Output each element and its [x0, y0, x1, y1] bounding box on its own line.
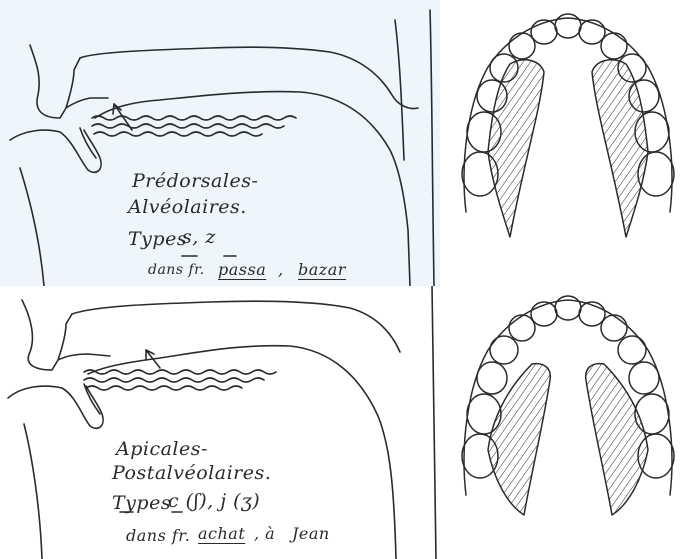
tongue-wave-1-b: [84, 370, 276, 374]
label-example-word2-a: bazar: [298, 260, 346, 279]
palatogram-predorsal: [448, 12, 689, 274]
label-example-sep-b: , à: [254, 524, 275, 543]
palate-outline: [80, 47, 418, 108]
label-apicales: Apicales-: [116, 438, 208, 460]
label-example-word1-a: passa: [218, 260, 266, 279]
label-example-sep-a: ,: [278, 260, 284, 279]
label-types-word-b: Types: [112, 492, 171, 514]
label-example-word2-b: Jean: [292, 524, 330, 543]
upper-lip-outline-b: [22, 300, 72, 370]
pharynx-outline: [395, 20, 404, 160]
contact-area-left-a: [488, 60, 544, 237]
label-types-letters-a: s, z: [182, 226, 216, 248]
outer-right-edge-b: [432, 286, 436, 559]
tongue-wave-2-b: [84, 378, 264, 382]
chin-outline: [20, 168, 44, 286]
tongue-wave-3-b: [86, 386, 242, 390]
label-example-prefix-a: dans fr.: [148, 262, 205, 278]
upper-lip-outline: [30, 45, 80, 118]
lower-lip-outline: [10, 130, 101, 172]
sagittal-section-predorsal: Prédorsales- Alvéolaires. Types s, z dan…: [0, 0, 440, 286]
label-predorsales: Prédorsales-: [132, 170, 258, 192]
outer-right-edge: [430, 10, 434, 286]
label-types-letters-b: c (ʃ), j (ʒ): [168, 490, 260, 512]
tongue-wave-2: [92, 124, 284, 128]
label-example-word1-b: achat: [198, 524, 245, 543]
palatogram-drawing-b: [448, 290, 689, 552]
alveolar-ridge: [66, 98, 108, 108]
contact-area-right-a: [592, 60, 648, 237]
label-postalveolaires: Postalvéolaires.: [112, 462, 271, 484]
palatogram-drawing-a: [448, 12, 689, 274]
lower-incisor: [80, 128, 96, 158]
contact-area-right-b: [586, 364, 648, 515]
contact-area-left-b: [488, 364, 550, 515]
label-example-prefix-b: dans fr.: [126, 526, 190, 545]
palate-outline-b: [72, 301, 400, 352]
sagittal-section-apical: Apicales- Postalvéolaires. Types c (ʃ), …: [0, 286, 440, 559]
chin-outline-b: [24, 424, 42, 559]
lower-lip-outline-b: [8, 386, 103, 428]
tongue-wave-3: [94, 132, 262, 136]
sagittal-drawing-predorsal: [0, 0, 440, 286]
sagittal-drawing-apical: [0, 286, 440, 559]
palatogram-apical: [448, 290, 689, 552]
label-types-word-a: Types: [128, 228, 187, 250]
label-alveolaires: Alvéolaires.: [128, 196, 247, 218]
alveolar-ridge-b: [58, 354, 110, 360]
